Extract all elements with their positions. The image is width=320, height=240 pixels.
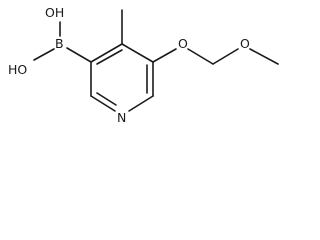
ether-oxygen-label-2: O [240, 36, 250, 51]
nitrogen-label: N [117, 110, 126, 125]
ether-oxygen-label-1: O [178, 36, 188, 51]
bond-c3-c4 [90, 43, 123, 63]
bond-c4-c5 [121, 43, 154, 63]
bond-c3-boron [66, 47, 92, 63]
bond-c3-c4-inner [96, 49, 123, 65]
hydroxyl-label-top: OH [45, 5, 64, 20]
boron-label: B [55, 36, 64, 51]
pyridine-ring [90, 43, 154, 112]
bond-o1-ch2 [187, 48, 214, 65]
bond-c6-n [128, 95, 154, 112]
bond-ch2-o2 [212, 48, 239, 65]
hydroxyl-label-bottom: HO [8, 62, 27, 77]
bond-c5-o1 [152, 48, 177, 63]
bond-n-c2-inner [96, 92, 117, 106]
bond-boron-oh-bottom [33, 48, 55, 61]
chemical-structure: OH HO B N O O [8, 5, 279, 125]
bond-n-c2 [90, 95, 116, 112]
bond-o2-methyl [249, 48, 279, 65]
